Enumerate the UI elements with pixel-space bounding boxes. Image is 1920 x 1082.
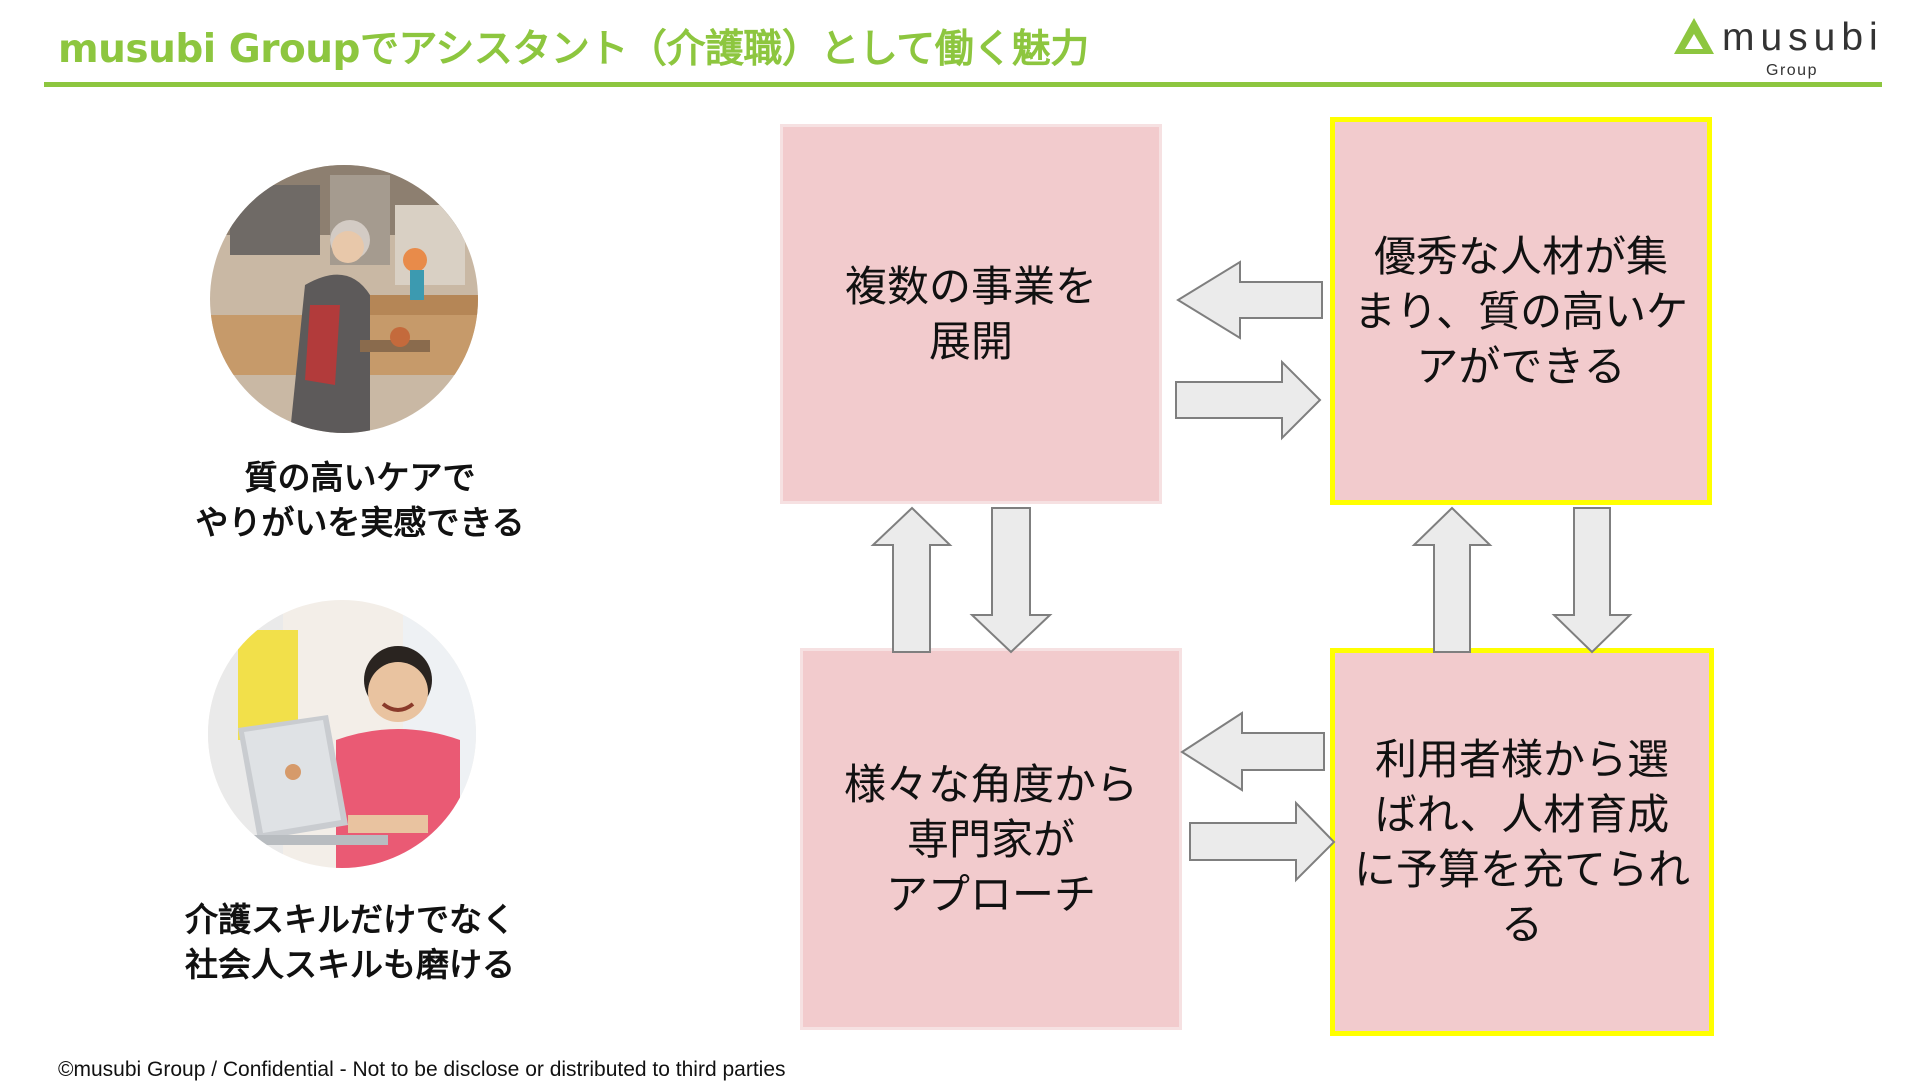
box-expert-approach-text: 様々な角度から 専門家が アプローチ (843, 759, 1138, 919)
elderly-woman-photo (210, 165, 478, 433)
caption-quality-care-text: 質の高いケアで やりがいを実感できる (195, 458, 525, 542)
caption-social-skills: 介護スキルだけでなく 社会人スキルも磨ける (120, 897, 580, 987)
box-expert-approach: 様々な角度から 専門家が アプローチ (800, 648, 1182, 1030)
box-multiple-businesses-text: 複数の事業を 展開 (844, 262, 1097, 366)
musubi-logo: musubi Group (1672, 12, 1884, 79)
caption-social-skills-text: 介護スキルだけでなく 社会人スキルも磨ける (185, 900, 515, 984)
box-chosen-by-users: 利用者様から選 ばれ、人材育成 に予算を充てられ る (1330, 648, 1714, 1036)
page-title: musubi Groupでアシスタント（介護職）として働く魅力 (58, 27, 1089, 72)
footer-confidential: ©musubi Group / Confidential - Not to be… (58, 1058, 786, 1081)
header-divider (44, 82, 1882, 87)
arrow-left-icon (1180, 711, 1325, 792)
caption-quality-care: 質の高いケアで やりがいを実感できる (130, 455, 590, 545)
box-multiple-businesses: 複数の事業を 展開 (780, 124, 1162, 504)
box-talent-quality-care: 優秀な人材が集 まり、質の高いケ アができる (1330, 117, 1712, 505)
box-talent-quality-care-text: 優秀な人材が集 まり、質の高いケ アができる (1353, 231, 1689, 391)
arrow-up-icon (1411, 506, 1493, 653)
triangle-logo-icon (1674, 18, 1714, 54)
arrow-down-icon (1551, 507, 1633, 654)
arrow-right-icon (1189, 800, 1336, 883)
logo-subtitle: Group (1766, 62, 1818, 79)
arrow-right-icon (1175, 359, 1322, 441)
staff-laptop-photo (208, 600, 476, 868)
logo-wordmark: musubi (1722, 16, 1884, 59)
box-chosen-by-users-text: 利用者様から選 ばれ、人材育成 に予算を充てられ る (1353, 735, 1690, 949)
arrow-left-icon (1176, 260, 1323, 340)
arrow-down-icon (969, 507, 1053, 654)
arrow-up-icon (870, 506, 953, 653)
